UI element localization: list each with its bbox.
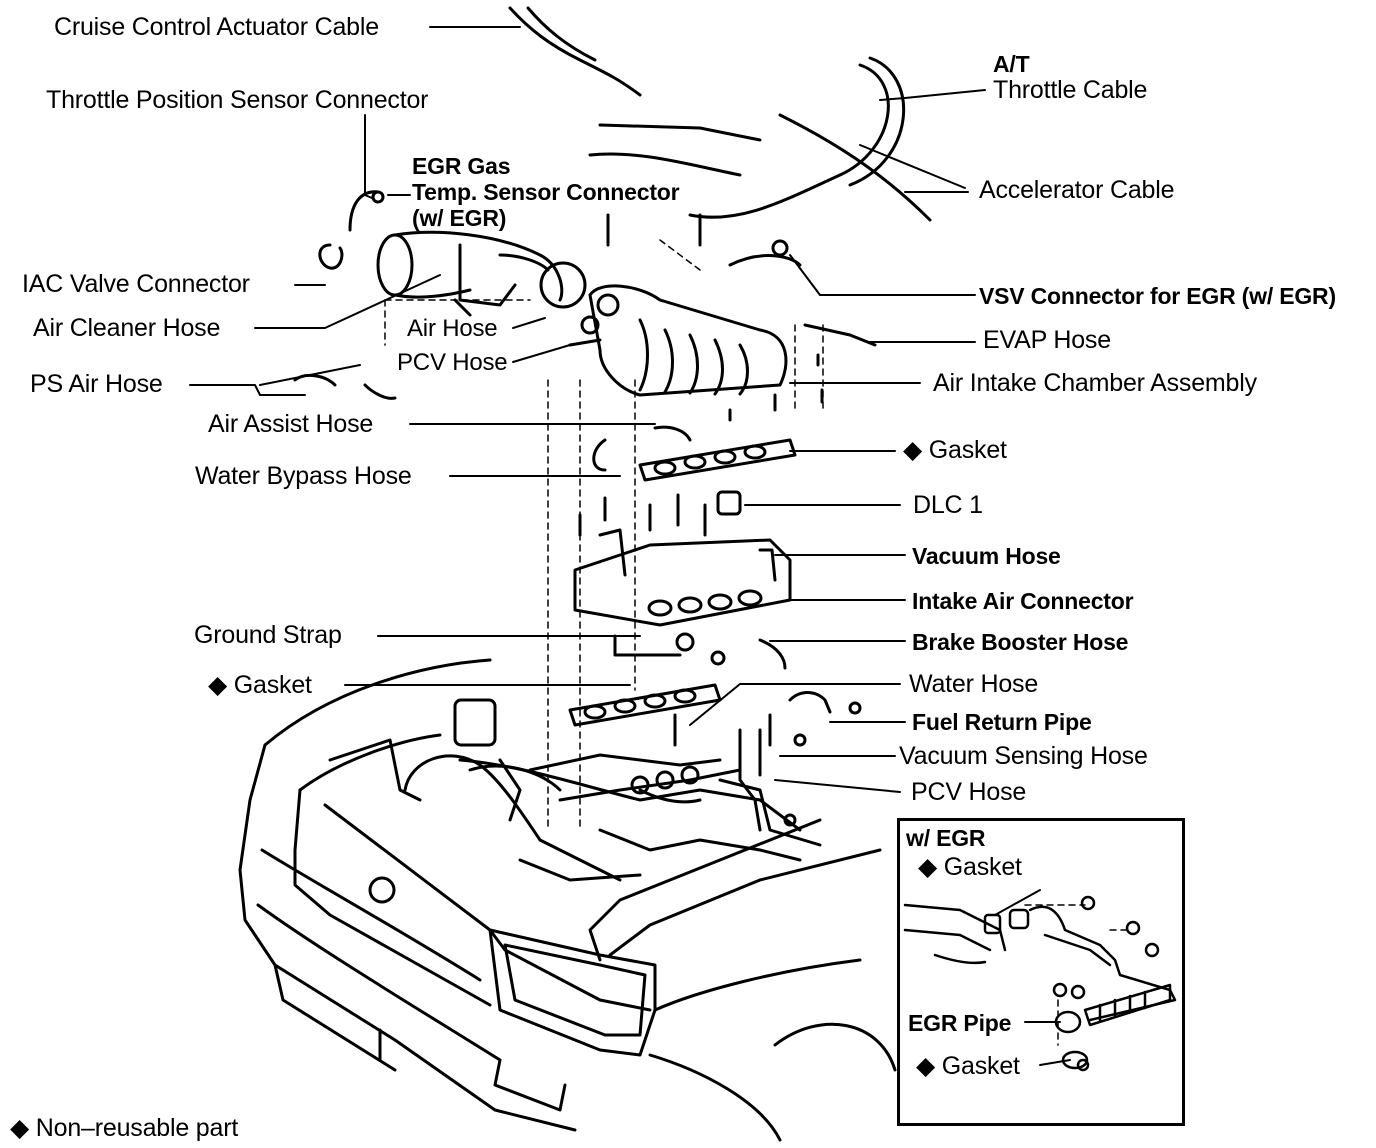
connectors xyxy=(318,190,802,270)
label-brake-booster-hose: Brake Booster Hose xyxy=(912,629,1129,655)
label-fuel-return-pipe: Fuel Return Pipe xyxy=(912,709,1092,735)
label-vsv-connector: VSV Connector for EGR (w/ EGR) xyxy=(979,283,1336,309)
label-vacuum-hose: Vacuum Hose xyxy=(912,543,1061,569)
label-egr-gas-line2: Temp. Sensor Connector xyxy=(412,179,680,205)
label-gasket-upper: ◆ Gasket xyxy=(903,436,1007,464)
air-intake-chamber xyxy=(568,213,877,422)
label-intake-air-connector: Intake Air Connector xyxy=(912,588,1134,614)
inset-label-gasket-bottom: ◆ Gasket xyxy=(916,1052,1020,1080)
label-pcv-hose-upper: PCV Hose xyxy=(397,349,508,376)
inset-egr-parts xyxy=(903,895,1177,1072)
throttle-body xyxy=(376,230,587,317)
fuel-and-vacuum-pipes xyxy=(673,691,862,832)
label-air-intake-chamber-assembly: Air Intake Chamber Assembly xyxy=(933,369,1257,397)
legend-non-reusable-part: ◆ Non–reusable part xyxy=(10,1114,239,1142)
label-accelerator-cable: Accelerator Cable xyxy=(979,176,1175,204)
label-ps-air-hose: PS Air Hose xyxy=(30,370,163,398)
label-ground-strap: Ground Strap xyxy=(194,621,342,649)
inset-egr-box xyxy=(897,818,1185,1126)
inset-title: w/ EGR xyxy=(906,825,986,851)
label-egr-gas-line3: (w/ EGR) xyxy=(412,205,507,231)
alignment-lines xyxy=(384,239,1131,1046)
inset-label-egr-pipe: EGR Pipe xyxy=(908,1010,1012,1036)
cables xyxy=(508,6,932,222)
label-cruise-control-actuator-cable: Cruise Control Actuator Cable xyxy=(54,13,379,41)
label-air-hose: Air Hose xyxy=(407,315,498,342)
label-evap-hose: EVAP Hose xyxy=(983,326,1111,354)
label-dlc1: DLC 1 xyxy=(913,491,983,519)
label-air-cleaner-hose: Air Cleaner Hose xyxy=(33,314,221,342)
label-egr-gas-line1: EGR Gas xyxy=(412,153,511,179)
truck-body xyxy=(238,658,897,1142)
small-hoses xyxy=(293,373,692,472)
label-pcv-hose-lower: PCV Hose xyxy=(911,778,1027,806)
label-at: A/T xyxy=(993,51,1030,77)
label-gasket-lower: ◆ Gasket xyxy=(208,671,312,699)
label-air-assist-hose: Air Assist Hose xyxy=(208,410,374,438)
label-iac-valve-connector: IAC Valve Connector xyxy=(22,270,250,298)
label-throttle-position-sensor-connector: Throttle Position Sensor Connector xyxy=(46,86,429,114)
label-vacuum-sensing-hose: Vacuum Sensing Hose xyxy=(899,742,1148,770)
gasket-upper xyxy=(638,438,797,482)
label-water-hose: Water Hose xyxy=(909,670,1039,698)
intake-air-connector xyxy=(573,490,792,670)
label-throttle-cable: Throttle Cable xyxy=(993,76,1148,104)
label-water-bypass-hose: Water Bypass Hose xyxy=(195,462,412,490)
gasket-lower xyxy=(568,683,722,727)
inset-label-gasket-top: ◆ Gasket xyxy=(918,853,1022,881)
